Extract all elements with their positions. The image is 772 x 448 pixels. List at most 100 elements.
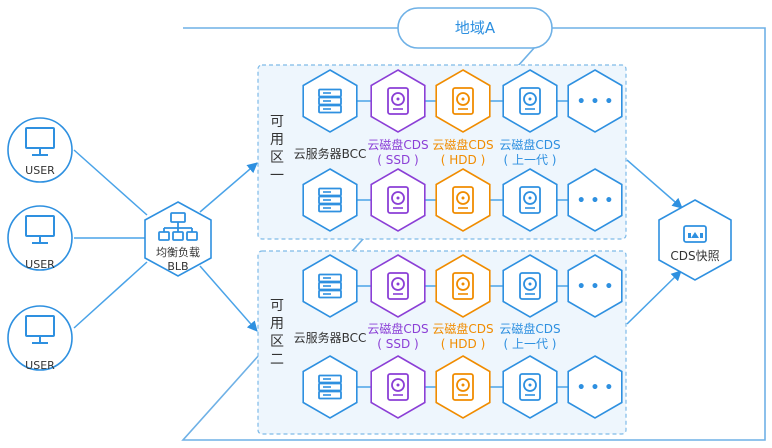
svg-text:• • •: • • • — [577, 279, 614, 295]
disk-ssd-node — [370, 69, 426, 133]
disk-legacy-type: ( 上一代 ) — [504, 153, 557, 167]
user-node-3: USER — [7, 305, 73, 372]
hard-disk-icon — [519, 186, 541, 214]
disk-hdd-name: 云磁盘CDS — [432, 321, 493, 336]
zone-1-label-char: 用 — [270, 132, 284, 148]
disk-legacy-type: ( 上一代 ) — [504, 337, 557, 351]
disk-legacy-name: 云磁盘CDS — [499, 137, 560, 152]
svg-text:• • •: • • • — [577, 94, 614, 110]
region-title-pill — [397, 7, 553, 49]
bcc-label: 云服务器BCC — [294, 146, 367, 161]
hard-disk-icon — [387, 87, 409, 115]
hard-disk-icon — [519, 373, 541, 401]
hard-disk-icon — [452, 373, 474, 401]
monitor-icon — [25, 215, 55, 244]
hexagon-frame — [567, 168, 623, 232]
hexagon-frame — [502, 69, 558, 133]
hard-disk-icon — [387, 272, 409, 300]
monitor-icon — [25, 127, 55, 156]
user-label: USER — [25, 258, 55, 271]
hexagon-frame — [567, 69, 623, 133]
disk-hdd-node — [435, 168, 491, 232]
hexagon-frame — [370, 355, 426, 419]
node-row: • • • — [302, 254, 623, 318]
server-icon — [318, 88, 342, 114]
disk-hdd-type: ( HDD ) — [441, 153, 486, 167]
user-to-blb-line — [73, 149, 148, 216]
bcc-server-node — [302, 69, 358, 133]
hexagon-frame — [567, 355, 623, 419]
more-node: • • • — [567, 355, 623, 419]
zone-2-label-char: 二 — [270, 352, 284, 368]
disk-ssd-type: ( SSD ) — [377, 153, 418, 167]
hexagon-frame — [435, 355, 491, 419]
region-title: 地域A — [455, 19, 496, 37]
hexagon-frame — [435, 254, 491, 318]
more-dots-icon: • • • — [577, 380, 614, 396]
hexagon-frame — [502, 355, 558, 419]
disk-hdd-type: ( HDD ) — [441, 337, 486, 351]
user-node-2: USER — [7, 205, 73, 271]
disk-legacy-node — [502, 254, 558, 318]
node-row: • • • — [302, 69, 623, 133]
zone-2-to-snapshot-arrow — [626, 270, 682, 325]
disk-ssd-name: 云磁盘CDS — [367, 137, 428, 152]
network-tree-icon — [158, 212, 198, 241]
zone-1-label-char: 一 — [270, 168, 284, 184]
bcc-label: 云服务器BCC — [294, 330, 367, 345]
connections — [73, 149, 683, 332]
disk-hdd-name: 云磁盘CDS — [432, 137, 493, 152]
server-icon — [318, 273, 342, 299]
blb-node: 均衡负载 BLB — [144, 201, 212, 277]
zone-2-label-char: 区 — [270, 334, 284, 350]
hexagon-frame — [502, 254, 558, 318]
server-icon — [318, 187, 342, 213]
hexagon-frame — [370, 69, 426, 133]
disk-legacy-node — [502, 355, 558, 419]
zone-1-label-char: 区 — [270, 150, 284, 166]
disk-hdd-node — [435, 254, 491, 318]
hard-disk-icon — [519, 272, 541, 300]
disk-ssd-name: 云磁盘CDS — [367, 321, 428, 336]
user-label: USER — [25, 359, 55, 372]
zone-rows: • • • • • • • • • • • • — [302, 69, 623, 419]
region-frame: 地域A — [181, 7, 766, 441]
hexagon-frame — [435, 69, 491, 133]
more-node: • • • — [567, 168, 623, 232]
zone-1-label-char: 可 — [270, 114, 284, 130]
node-row: • • • — [302, 355, 623, 419]
bcc-server-node — [302, 355, 358, 419]
server-icon — [318, 374, 342, 400]
bcc-server-node — [302, 254, 358, 318]
hexagon-frame — [370, 168, 426, 232]
more-dots-icon: • • • — [577, 94, 614, 110]
svg-text:• • •: • • • — [577, 193, 614, 209]
disk-legacy-node — [502, 69, 558, 133]
disk-legacy-name: 云磁盘CDS — [499, 321, 560, 336]
user-to-blb-line — [73, 261, 148, 329]
disk-ssd-type: ( SSD ) — [377, 337, 418, 351]
hard-disk-icon — [452, 87, 474, 115]
disk-legacy-node — [502, 168, 558, 232]
more-dots-icon: • • • — [577, 279, 614, 295]
snapshot-label: CDS快照 — [670, 249, 719, 263]
user-label: USER — [25, 164, 55, 177]
disk-ssd-node — [370, 355, 426, 419]
hard-disk-icon — [452, 272, 474, 300]
hexagon-frame — [567, 254, 623, 318]
more-dots-icon: • • • — [577, 193, 614, 209]
bcc-server-node — [302, 168, 358, 232]
hexagon-frame — [435, 168, 491, 232]
snapshot-node: CDS快照 — [658, 199, 732, 281]
hard-disk-icon — [387, 373, 409, 401]
hard-disk-icon — [387, 186, 409, 214]
zone-1-text: 云服务器BCC 云磁盘CDS ( SSD ) 云磁盘CDS ( HDD ) 云磁… — [294, 137, 561, 167]
disk-ssd-node — [370, 254, 426, 318]
zone-1-label: 可 用 区 一 — [270, 114, 284, 184]
zone-2-label-char: 可 — [270, 298, 284, 314]
zone-2-text: 云服务器BCC 云磁盘CDS ( SSD ) 云磁盘CDS ( HDD ) 云磁… — [294, 321, 561, 351]
hard-disk-icon — [519, 87, 541, 115]
hexagon-frame — [502, 168, 558, 232]
user-node-1: USER — [7, 117, 73, 183]
svg-text:• • •: • • • — [577, 380, 614, 396]
